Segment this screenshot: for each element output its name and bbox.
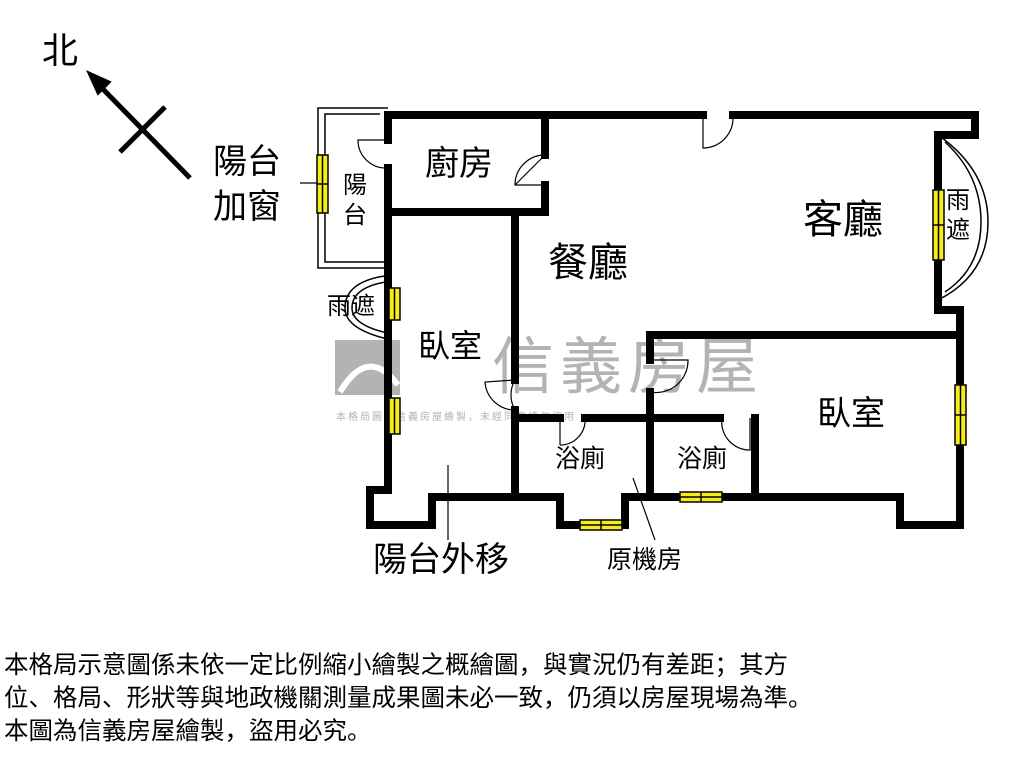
label-bedroom-right: 臥室 [817,394,885,434]
label-bath-right: 浴廁 [677,444,728,473]
disclaimer-line-3: 本圖為信義房屋繪製，盜用必究。 [4,716,372,745]
label-bath-left: 浴廁 [555,444,606,473]
compass-icon [85,69,192,180]
label-living-room: 客廳 [803,197,883,243]
watermark-brand: 信義房屋 [492,330,765,403]
disclaimer-line-1: 本格局示意圖係未依一定比例縮小繪製之概繪圖，與實況仍有差距；其方 [4,650,788,679]
windows [316,154,967,531]
label-former-machine-room: 原機房 [607,545,683,574]
label-balcony-window-1: 陽台 [213,142,281,182]
label-leaders [300,182,656,541]
watermark-subtext: 本格局圖為信義房屋繪製，未經同意請勿盜用 [336,412,576,423]
walls [366,111,979,529]
label-rain-cover-right: 雨遮 [946,186,970,244]
label-balcony: 陽台 [343,171,367,229]
label-balcony-window-2: 加窗 [213,187,281,227]
disclaimer-line-2: 位、格局、形狀等與地政機關測量成果圖未必一致，仍須以房屋現場為準。 [4,683,813,712]
label-kitchen: 廚房 [425,144,493,184]
door-swings [357,115,751,451]
label-dining-room: 餐廳 [548,240,628,286]
balcony-outline [317,107,989,341]
label-bedroom-left: 臥室 [418,327,483,365]
disclaimer: 本格局示意圖係未依一定比例縮小繪製之概繪圖，與實況仍有差距；其方 位、格局、形狀… [4,648,1024,747]
label-balcony-moved-out: 陽台外移 [373,540,509,580]
north-label: 北 [42,31,79,72]
label-rain-cover-left: 雨遮 [327,292,375,320]
